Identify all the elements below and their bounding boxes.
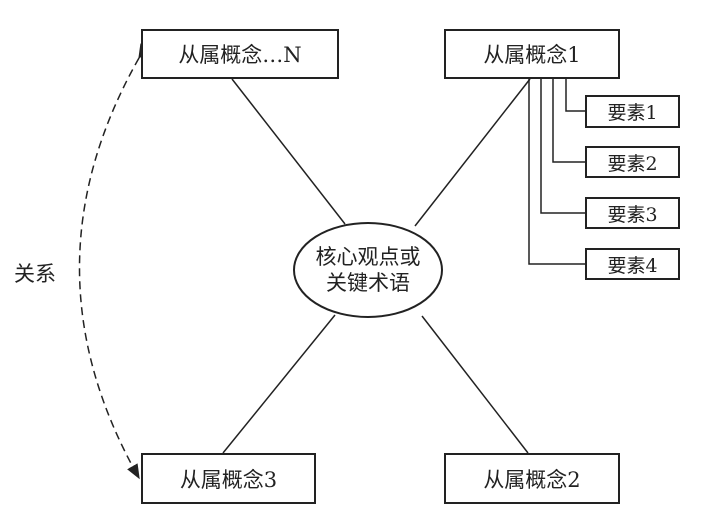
line-core-to-c2 — [421, 315, 529, 454]
element-box-3: 要素3 — [585, 197, 680, 229]
relation-label: 关系 — [14, 255, 56, 291]
bracket-element-1 — [565, 79, 586, 112]
concept-box-n: 从属概念…N — [141, 29, 339, 79]
core-line-2: 关键术语 — [326, 271, 410, 295]
bracket-element-4 — [528, 79, 586, 265]
bracket-element-2 — [552, 79, 586, 163]
core-line-1: 核心观点或 — [315, 245, 421, 269]
relation-dashed-arc — [78, 43, 151, 480]
line-core-to-c3 — [222, 314, 336, 454]
core-concept-node: 核心观点或 关键术语 — [296, 224, 440, 316]
element-box-2: 要素2 — [585, 146, 680, 178]
element-box-1: 要素1 — [585, 95, 680, 128]
concept-box-1: 从属概念1 — [444, 29, 620, 79]
concept-box-3: 从属概念3 — [141, 453, 316, 504]
line-core-to-n — [231, 78, 346, 225]
concept-box-2: 从属概念2 — [444, 453, 620, 504]
core-ellipse — [293, 222, 443, 318]
line-core-to-c1 — [414, 78, 531, 227]
bracket-element-3 — [540, 79, 586, 214]
element-box-4: 要素4 — [585, 248, 680, 280]
